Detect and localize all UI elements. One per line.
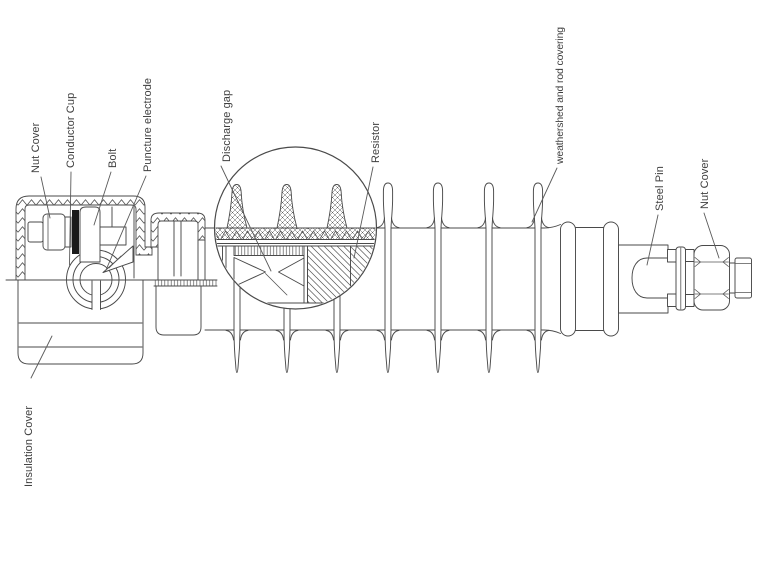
conductor-cup-section xyxy=(66,249,126,310)
bolt-thread-end xyxy=(27,221,44,243)
shed-fin xyxy=(526,182,550,373)
shed-cap-band xyxy=(150,212,206,248)
fitting-ring xyxy=(603,221,619,337)
shed-fin xyxy=(477,182,501,373)
clamp-jaw-box xyxy=(155,285,202,336)
washer-left xyxy=(64,216,72,248)
leader-discharge-gap xyxy=(220,165,272,272)
thread-end-cap xyxy=(734,257,752,299)
bolt-shaft xyxy=(99,206,135,279)
insulated-cover-band xyxy=(15,195,153,281)
leader-weathershed xyxy=(531,167,558,223)
label-weathershed: weathershed and rod covering xyxy=(555,27,566,165)
label-resistor: Resistor xyxy=(370,122,382,163)
collar xyxy=(685,249,695,262)
label-bolt: Bolt xyxy=(107,149,119,168)
label-steel-pin: Steel Pin xyxy=(654,166,666,211)
leader-nut-cover-right xyxy=(703,212,720,259)
label-insulation-cover: Insulation Cover xyxy=(23,406,35,487)
label-nut-cover-right: Nut Cover xyxy=(699,158,711,209)
leader-lines xyxy=(30,165,720,379)
collar xyxy=(685,294,695,307)
shed-fin xyxy=(426,182,450,373)
nut-cover-shape xyxy=(693,245,730,311)
leader-nut-cover-left xyxy=(40,176,51,219)
leader-resistor xyxy=(353,166,374,259)
label-discharge-gap: Discharge gap xyxy=(221,90,233,162)
label-conductor-cup: Conductor Cup xyxy=(65,93,77,168)
leader-insulation-cover xyxy=(30,335,53,379)
end-fitting xyxy=(560,221,752,337)
insulation-cover-box xyxy=(17,279,144,365)
cup-slit xyxy=(92,280,101,310)
fitting-ring xyxy=(560,221,576,337)
leader-conductor-cup xyxy=(69,171,72,266)
discharge-electrode-left xyxy=(233,257,266,287)
insulator-core xyxy=(204,224,561,334)
label-nut-cover-left: Nut Cover xyxy=(30,122,42,173)
clamp-assembly xyxy=(5,195,218,336)
leader-bolt xyxy=(93,171,112,226)
gasket xyxy=(72,210,79,254)
knurl-strip xyxy=(234,246,304,256)
bolt-nut xyxy=(42,213,66,251)
labels: Nut Cover Conductor Cup Bolt Puncture el… xyxy=(23,27,711,487)
leader-steel-pin xyxy=(646,214,659,266)
shed-cross-sections xyxy=(226,184,348,229)
leader-puncture-electrode xyxy=(105,175,147,271)
shed-fin xyxy=(376,182,400,373)
jaw-serration-row xyxy=(154,280,217,286)
steel-pin-shape xyxy=(631,257,676,299)
collar xyxy=(667,249,677,263)
discharge-electrode-right xyxy=(278,257,305,287)
collar xyxy=(667,293,677,307)
label-puncture-electrode: Puncture electrode xyxy=(142,78,154,172)
